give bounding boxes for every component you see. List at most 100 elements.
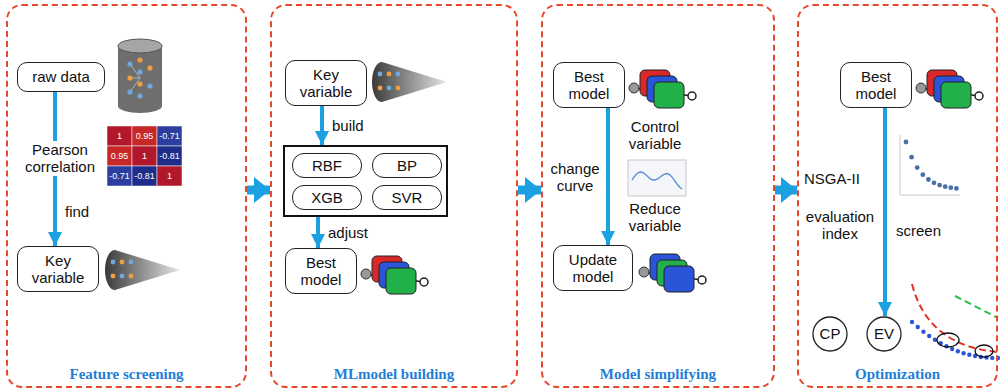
heatmap-cell xyxy=(132,126,157,146)
circle-outline xyxy=(867,317,901,351)
change-curve xyxy=(632,172,682,189)
scatter-axes xyxy=(900,135,960,195)
model-block xyxy=(386,268,416,294)
solution-point xyxy=(927,334,931,338)
scatter-point xyxy=(909,155,914,160)
model-output xyxy=(975,92,983,100)
stage-title: Optimization xyxy=(799,366,996,383)
feature-dot xyxy=(129,260,134,265)
stage-arrow xyxy=(518,186,541,195)
solution-point xyxy=(910,320,914,324)
process-box: Key variable xyxy=(285,60,367,106)
network-dot xyxy=(127,61,132,66)
model-block xyxy=(941,82,971,108)
feature-dot xyxy=(396,86,401,91)
solution-point xyxy=(921,330,925,334)
node-text: XGB xyxy=(311,189,343,206)
process-box: Key variable xyxy=(17,246,99,292)
flow-arrow xyxy=(883,108,887,316)
heatmap-cell xyxy=(107,166,132,186)
network-dot xyxy=(137,81,142,86)
scatter-point xyxy=(932,180,937,185)
index-circle: EV xyxy=(866,316,902,352)
scatter-point xyxy=(948,185,953,190)
scatter-point xyxy=(954,186,959,191)
process-box: Best model xyxy=(840,62,912,108)
step-label: Reduce variable xyxy=(618,200,692,235)
process-box: Update model xyxy=(553,245,633,291)
matrix-cell-value: -0.71 xyxy=(157,126,182,146)
feature-dot xyxy=(111,260,116,265)
stage-title: Feature screening xyxy=(8,366,245,383)
node-text: Best model xyxy=(290,254,352,289)
node-text: BP xyxy=(397,157,417,174)
heatmap-cell xyxy=(107,146,132,166)
edge-label: find xyxy=(63,203,91,220)
database-top xyxy=(118,39,162,53)
node-text: EV xyxy=(874,326,894,343)
network-dot xyxy=(137,93,142,98)
stage-panel: Feature screening raw dataKey variable xyxy=(6,4,247,388)
process-box: raw data xyxy=(17,62,105,92)
feature-dot xyxy=(378,72,383,77)
scatter-point xyxy=(926,177,931,182)
model-input xyxy=(916,83,926,93)
selection-ellipse xyxy=(975,345,993,357)
node-text: Update model xyxy=(558,251,628,286)
model-input xyxy=(639,267,649,277)
database-base xyxy=(118,99,162,113)
step-label: screen xyxy=(895,222,949,239)
matrix-cell-value: -0.81 xyxy=(157,146,182,166)
process-box: Best model xyxy=(285,248,357,294)
network-dot xyxy=(127,89,132,94)
stage-arrow xyxy=(247,186,270,195)
matrix-cell-value: 1 xyxy=(132,146,157,166)
step-label: evaluation index xyxy=(800,208,880,243)
feature-dot xyxy=(120,274,125,279)
node-text: Key variable xyxy=(22,252,94,287)
feature-dot xyxy=(387,72,392,77)
selection-ellipse xyxy=(937,333,959,347)
matrix-cell-value: 1 xyxy=(157,166,182,186)
stage-title: Model simplifying xyxy=(543,366,773,383)
model-block xyxy=(654,82,684,108)
matrix-cell-value: 0.95 xyxy=(132,126,157,146)
feature-dot xyxy=(120,260,125,265)
network-dot xyxy=(127,75,132,80)
node-text: Best model xyxy=(558,68,620,103)
network-dot xyxy=(147,83,152,88)
heatmap-cell xyxy=(132,166,157,186)
matrix-cell-value: 0.95 xyxy=(107,146,132,166)
model-group-box: RBFBPXGBSVR xyxy=(283,145,448,217)
model-pill: XGB xyxy=(292,185,362,210)
model-input xyxy=(361,269,371,279)
flow-arrow xyxy=(316,217,320,248)
feature-dot xyxy=(396,72,401,77)
threshold-line xyxy=(955,296,998,318)
heatmap-cell xyxy=(157,166,182,186)
edge-label: build xyxy=(330,117,366,134)
heatmap-cell xyxy=(132,146,157,166)
node-text: CP xyxy=(820,326,841,343)
matrix-cell-value: 1 xyxy=(107,126,132,146)
circle-outline xyxy=(813,317,847,351)
scatter-point xyxy=(915,165,920,170)
network-dot xyxy=(137,69,142,74)
model-pill: BP xyxy=(372,153,442,178)
edge-label: adjust xyxy=(326,224,370,241)
step-label: Control variable xyxy=(618,118,692,153)
heatmap-cell xyxy=(157,126,182,146)
node-text: Best model xyxy=(845,68,907,103)
stage-title: MLmodel building xyxy=(272,366,516,383)
node-text: SVR xyxy=(392,189,423,206)
scatter-point xyxy=(904,140,909,145)
feature-dot xyxy=(387,86,392,91)
stage-panel: Optimization Best modelCP EV xyxy=(797,4,998,388)
model-input xyxy=(629,83,639,93)
pareto-front xyxy=(912,284,998,352)
scatter-point xyxy=(937,183,942,188)
solution-point xyxy=(956,349,960,353)
stage-panel: Model simplifying Best modelUpdate model xyxy=(541,4,775,388)
